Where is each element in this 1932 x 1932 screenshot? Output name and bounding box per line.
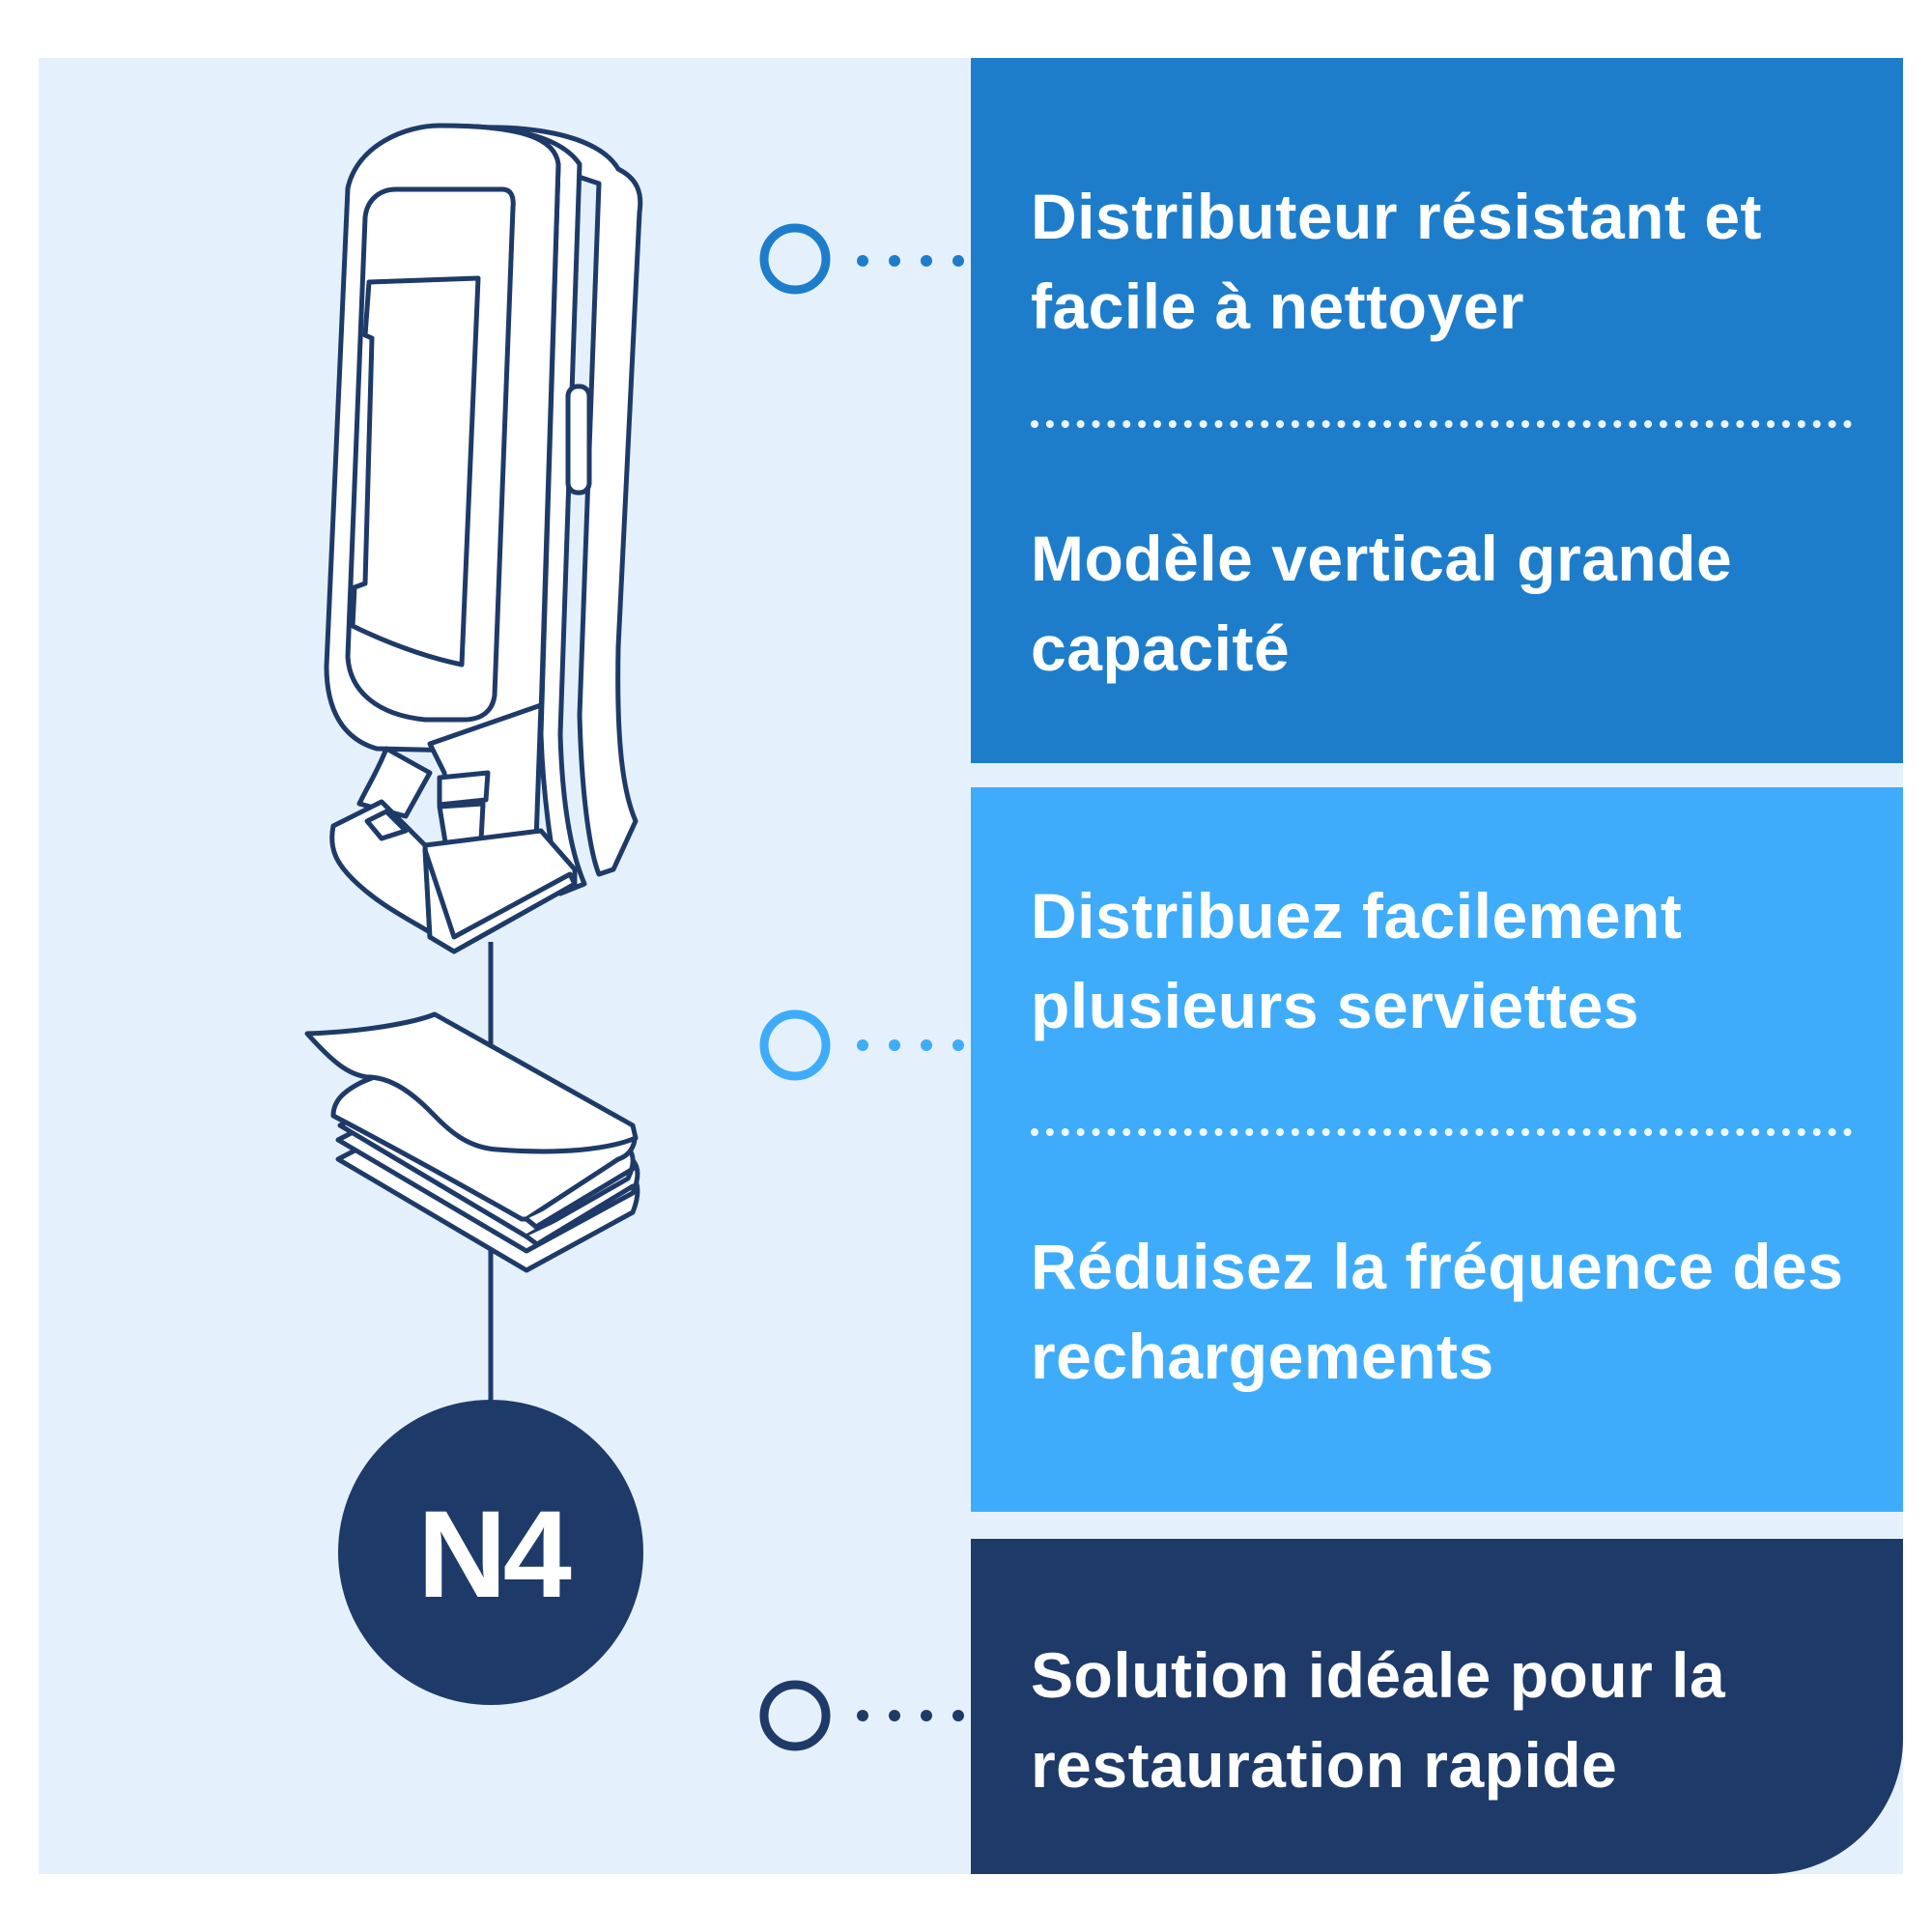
feature-text-resistant: Distributeur résistant et facile à netto… [1031,181,1762,342]
feature-separator [1031,420,1852,428]
feature-text-refill-frequency: Réduisez la fréquence des rechargements [1031,1231,1844,1392]
feature-separator [1031,1128,1852,1136]
callout-marker-1 [759,223,964,295]
feature-text-multi-napkins: Distribuez facilement plusieurs serviett… [1031,880,1683,1041]
feature-box-dispensing: Distribuez facilement plusieurs serviett… [971,787,1903,1512]
napkin-dispenser-icon [324,123,643,954]
n4-badge [338,1400,643,1705]
feature-box-fast-food: Solution idéale pour la restauration rap… [971,1539,1903,1874]
napkin-stack-icon [304,1011,640,1273]
n4-badge-label: N4 [417,1486,572,1624]
feature-text-fast-food: Solution idéale pour la restauration rap… [1031,1639,1726,1801]
callout-marker-3 [759,1680,964,1751]
feature-text-vertical: Modèle vertical grande capacité [1031,523,1733,684]
callout-marker-2 [759,1009,964,1081]
feature-box-durability: Distributeur résistant et facile à netto… [971,58,1903,763]
